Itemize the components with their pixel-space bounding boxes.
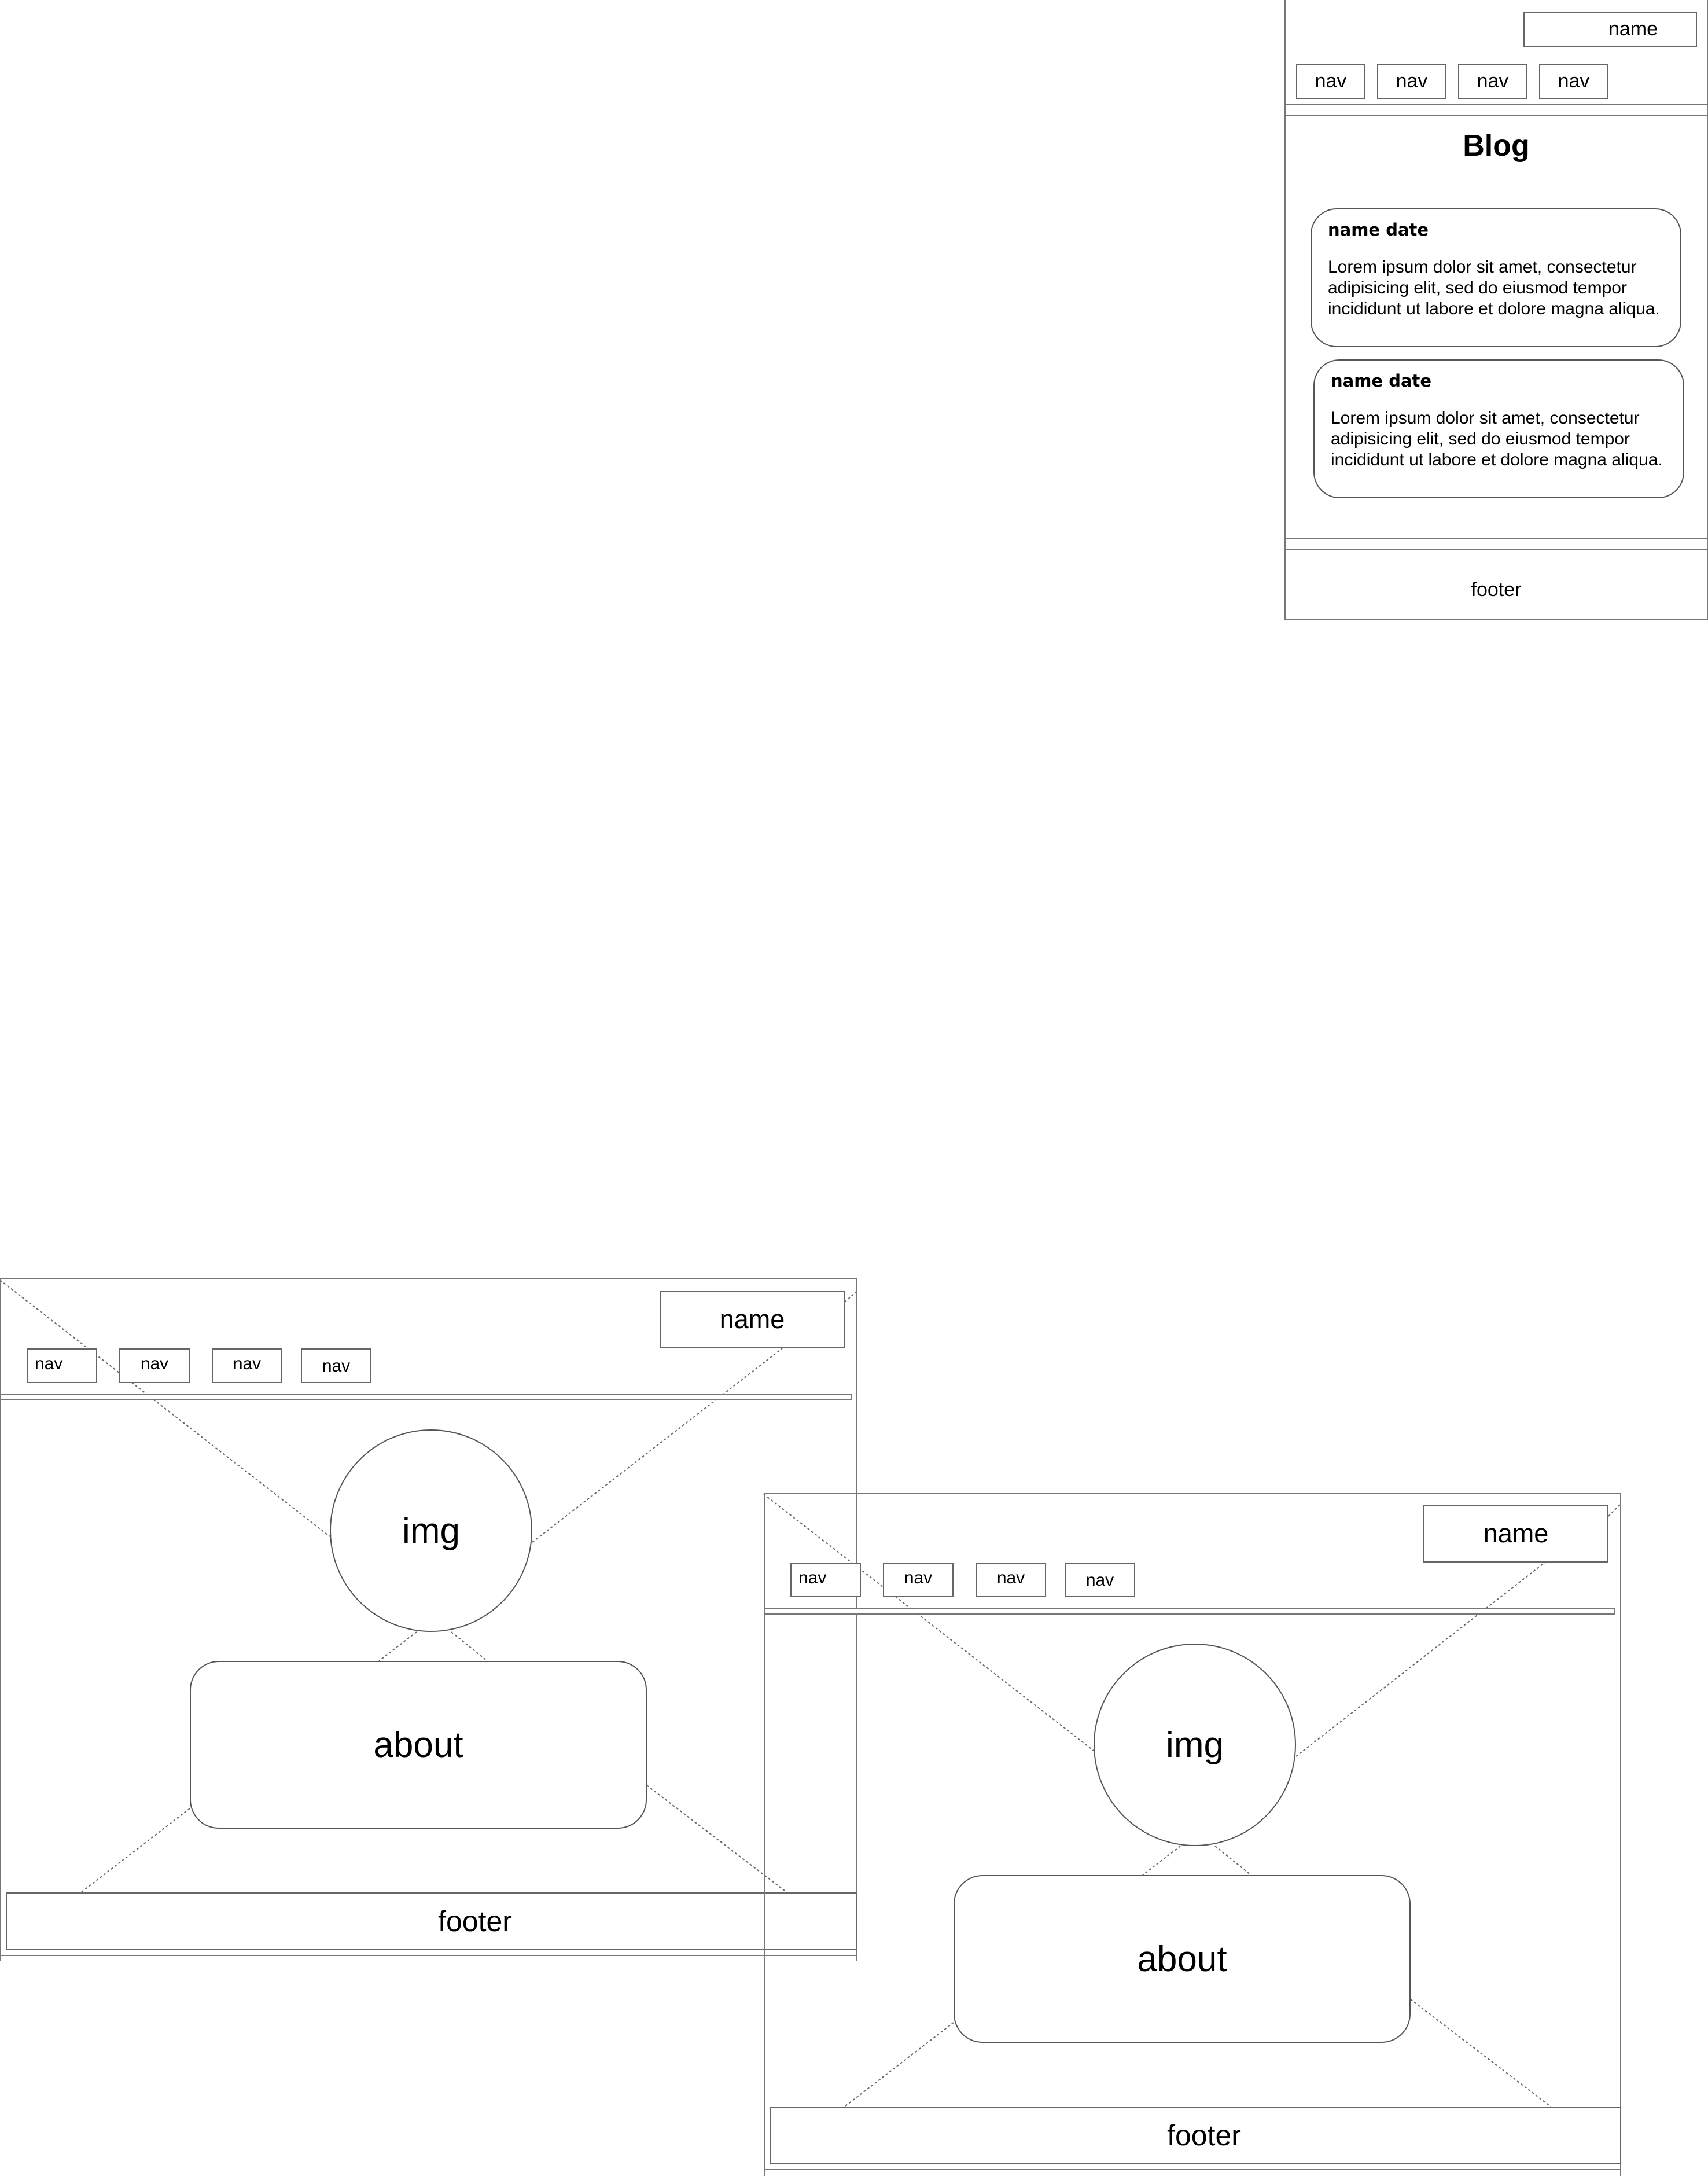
post-body: Lorem ipsum dolor sit amet, consectetur … bbox=[1331, 409, 1663, 469]
blog-wireframe bbox=[1284, 0, 1708, 620]
home2-bottom-edge bbox=[764, 2169, 1621, 2170]
home1-name-box: name bbox=[660, 1291, 845, 1348]
home2-nav-1[interactable]: nav bbox=[790, 1563, 861, 1597]
blog-header-divider-bottom bbox=[1284, 115, 1708, 116]
home1-profile-image: img bbox=[330, 1429, 532, 1632]
post-header: name date bbox=[1328, 220, 1429, 240]
home1-footer: footer bbox=[6, 1892, 857, 1950]
home1-frame bbox=[0, 1278, 857, 1961]
blog-post-1[interactable]: name date Lorem ipsum dolor sit amet, co… bbox=[1311, 208, 1681, 347]
blog-nav-2[interactable]: nav bbox=[1377, 64, 1446, 99]
blog-nav-4[interactable]: nav bbox=[1539, 64, 1608, 99]
home1-footer-label: footer bbox=[438, 1905, 512, 1938]
blog-name-box: name bbox=[1523, 12, 1697, 47]
blog-nav-3[interactable]: nav bbox=[1458, 64, 1527, 99]
home1-nav-4[interactable]: nav bbox=[301, 1348, 371, 1383]
home1-name-label: name bbox=[719, 1304, 785, 1334]
blog-header-divider-top bbox=[1284, 104, 1708, 105]
home1-img-label: img bbox=[402, 1510, 460, 1551]
home2-img-label: img bbox=[1166, 1725, 1224, 1765]
home2-frame bbox=[764, 1493, 1621, 2176]
home2-footer: footer bbox=[770, 2107, 1621, 2164]
blog-nav-1[interactable]: nav bbox=[1296, 64, 1365, 99]
home2-nav-4[interactable]: nav bbox=[1065, 1563, 1135, 1597]
blog-name-label: name bbox=[1608, 18, 1658, 40]
blog-post-2[interactable]: name date Lorem ipsum dolor sit amet, co… bbox=[1313, 359, 1684, 498]
post-header: name date bbox=[1331, 371, 1432, 391]
home1-nav-1[interactable]: nav bbox=[27, 1348, 97, 1383]
home2-nav-2[interactable]: nav bbox=[883, 1563, 954, 1597]
home2-name-box: name bbox=[1423, 1505, 1608, 1563]
post-body: Lorem ipsum dolor sit amet, consectetur … bbox=[1328, 258, 1660, 318]
home2-about-label: about bbox=[1137, 1939, 1227, 1979]
home1-nav-2[interactable]: nav bbox=[119, 1348, 190, 1383]
home2-name-label: name bbox=[1483, 1519, 1549, 1548]
home2-profile-image: img bbox=[1094, 1644, 1296, 1846]
home2-header-divider bbox=[764, 1608, 1615, 1615]
home2-nav-3[interactable]: nav bbox=[976, 1563, 1046, 1597]
blog-title: Blog bbox=[1463, 129, 1530, 163]
blog-footer-divider-bottom bbox=[1284, 549, 1708, 550]
blog-footer-divider-top bbox=[1284, 538, 1708, 539]
home1-header-divider bbox=[0, 1394, 852, 1400]
blog-footer: footer bbox=[1471, 579, 1522, 601]
home2-about-section: about bbox=[954, 1875, 1411, 2043]
home1-about-label: about bbox=[373, 1725, 463, 1765]
home1-about-section: about bbox=[190, 1661, 647, 1829]
home2-footer-label: footer bbox=[1167, 2119, 1241, 2152]
home1-bottom-edge bbox=[0, 1955, 857, 1956]
home1-nav-3[interactable]: nav bbox=[212, 1348, 282, 1383]
